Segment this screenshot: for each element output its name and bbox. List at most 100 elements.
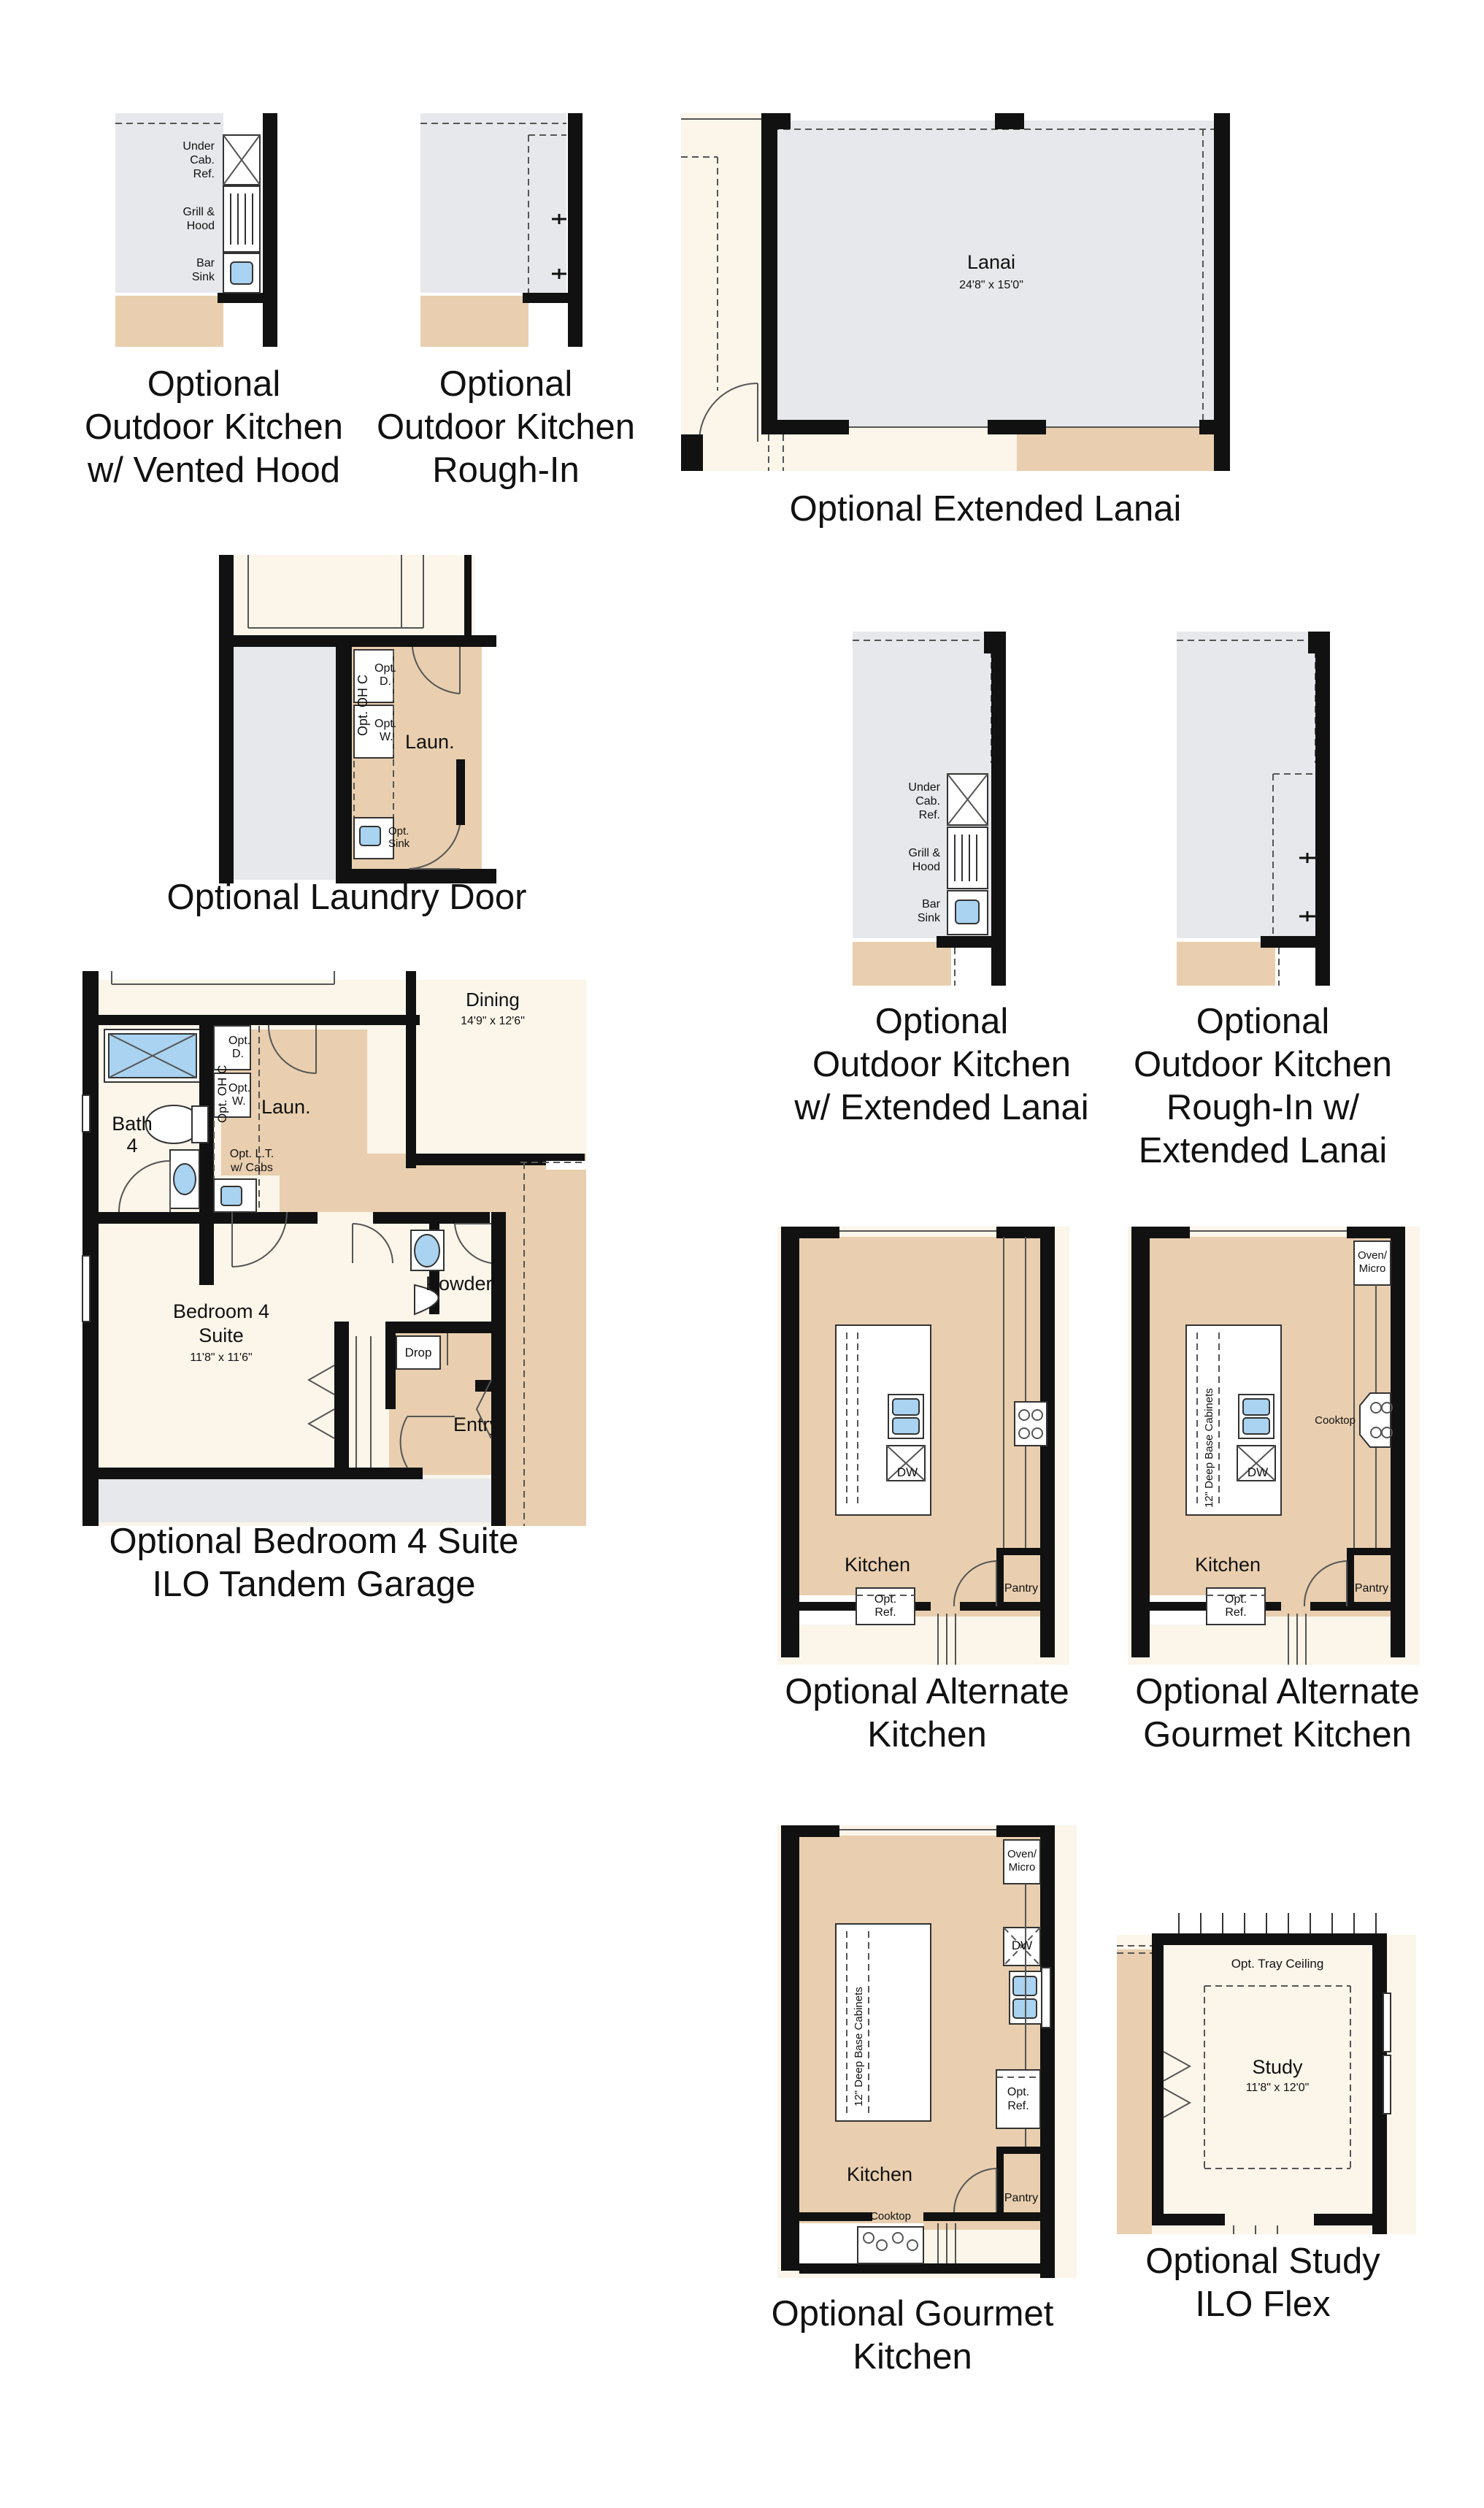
plan-alternate-kitchen: DW Kitchen Pantry Opt. Ref. [777,1227,1069,1665]
kitchen-label: Kitchen [845,1554,910,1576]
svg-text:Hood: Hood [187,220,215,232]
bar-sink-label: Bar Sink [918,898,941,924]
svg-text:Bedroom 4: Bedroom 4 [173,1300,269,1322]
entry-label: Entry [453,1414,500,1435]
lanai-label: Lanai [967,251,1015,273]
svg-text:W.: W. [232,1095,246,1108]
dw-label: DW [1247,1465,1268,1479]
svg-text:Opt. L.T.: Opt. L.T. [230,1148,274,1160]
opt-ref-label: Opt. Ref. [1225,1593,1247,1619]
svg-text:4: 4 [126,1135,137,1157]
kitchen-label: Kitchen [847,2163,912,2185]
study-dimensions: 11'8" x 12'0" [1246,2082,1310,2094]
caption-extended-lanai: Optional Extended Lanai [789,489,1182,529]
grill-hood-label: Grill & Hood [908,847,940,873]
oven-micro-label: Oven/ Micro [1358,1249,1388,1275]
svg-text:Oven/: Oven/ [1358,1249,1388,1262]
opt-sink-label: Opt. Sink [388,825,410,850]
dining-label: Dining [466,989,520,1011]
svg-text:Opt.: Opt. [228,1035,250,1047]
opt-laundry-tub-label: Opt. L.T. w/ Cabs [230,1148,274,1174]
svg-text:Opt.: Opt. [228,1082,250,1094]
svg-text:Opt.: Opt. [1007,2086,1029,2098]
svg-text:Ref.: Ref. [193,168,215,180]
dining-dimensions: 14'9" x 12'6" [461,1015,525,1027]
pantry-label: Pantry [1004,1582,1038,1595]
svg-text:Micro: Micro [1359,1262,1386,1275]
ohc-label: Opt. OH C [355,675,370,736]
plan-gourmet-kitchen: Oven/ Micro DW Opt. Ref. 12" Deep Base C… [777,1825,1077,2278]
under-cab-ref-label: Under Cab. Ref. [182,140,215,180]
plan-outdoor-kitchen-vented-hood: Under Cab. Ref. Grill & Hood Bar Sink [115,113,277,347]
laundry-label: Laun. [261,1096,311,1118]
laundry-label: Laun. [405,731,455,753]
svg-text:Sink: Sink [918,912,941,924]
plan-extended-lanai: Lanai 24'8" x 15'0" [681,113,1230,471]
drop-label: Drop [405,1346,432,1360]
svg-text:Opt.: Opt. [388,825,409,837]
tray-ceiling-label: Opt. Tray Ceiling [1231,1957,1324,1971]
bedroom-4-label: Bedroom 4 Suite 11'8" x 11'6" [173,1300,269,1364]
ohc-label: Opt. OH C [215,1065,229,1123]
svg-text:Grill &: Grill & [908,847,940,859]
plan-laundry-door: Opt. OH C Opt. D. Opt. W. Laun. Opt. Sin… [219,555,496,883]
svg-text:Ref.: Ref. [1007,2100,1029,2112]
opt-washer-label: Opt. W. [228,1082,250,1108]
kitchen-label: Kitchen [1195,1554,1261,1576]
plan-outdoor-kitchen-rough-in-extended-lanai [1177,632,1330,986]
svg-text:Ref.: Ref. [874,1606,896,1619]
opt-washer-label: Opt. W. [374,718,396,743]
svg-text:Opt.: Opt. [874,1593,896,1606]
svg-text:Ref.: Ref. [919,809,940,821]
lanai-dimensions: 24'8" x 15'0" [959,279,1023,291]
deep-base-cabinets-label: 12" Deep Base Cabinets [1203,1388,1215,1508]
svg-text:Under: Under [182,140,215,153]
opt-ref-label: Opt. Ref. [1007,2086,1029,2112]
study-label: Study [1252,2056,1303,2078]
opt-ref-label: Opt. Ref. [874,1593,896,1619]
plan-outdoor-kitchen-extended-lanai: Under Cab. Ref. Grill & Hood Bar Sink [853,632,1006,986]
cooktop-label: Cooktop [1315,1414,1356,1427]
opt-dryer-label: Opt. D. [228,1035,250,1060]
caption-laundry-door: Optional Laundry Door [166,878,527,917]
svg-text:Micro: Micro [1009,1861,1036,1874]
svg-text:D.: D. [232,1048,244,1060]
under-cab-ref-label: Under Cab. Ref. [908,781,940,821]
bath-4-label: Bath 4 [112,1113,153,1157]
plan-bedroom-4-suite: Dining 14'9" x 12'6" Opt. OH C Opt. D. O… [82,971,586,1526]
svg-text:Sink: Sink [192,271,215,283]
svg-text:Sink: Sink [388,837,410,850]
pantry-label: Pantry [1355,1582,1388,1595]
plan-study: Opt. Tray Ceiling Study 11'8" x 12'0" [1117,1913,1416,2234]
svg-text:Opt.: Opt. [374,718,396,730]
svg-text:Oven/: Oven/ [1007,1848,1037,1860]
powder-label: Powder [426,1273,493,1295]
svg-text:Bath: Bath [112,1113,153,1135]
pantry-label: Pantry [1004,2192,1038,2204]
deep-base-cabinets-label: 12" Deep Base Cabinets [853,1987,865,2106]
svg-text:Grill &: Grill & [182,206,215,218]
dw-label: DW [1012,1938,1032,1952]
svg-text:Opt.: Opt. [1225,1593,1247,1606]
svg-text:Opt.: Opt. [374,662,396,675]
svg-text:W.: W. [380,731,393,743]
dw-label: DW [897,1465,918,1479]
svg-text:Under: Under [908,781,940,794]
svg-text:Suite: Suite [199,1324,244,1346]
cooktop-label: Cooktop [870,2210,911,2223]
grill-hood-label: Grill & Hood [182,206,215,232]
opt-dryer-label: Opt. D. [374,662,396,688]
svg-text:Hood: Hood [912,861,940,873]
svg-text:11'8" x 11'6": 11'8" x 11'6" [190,1351,252,1364]
svg-text:Ref.: Ref. [1225,1606,1246,1619]
svg-text:Cab.: Cab. [190,154,215,166]
